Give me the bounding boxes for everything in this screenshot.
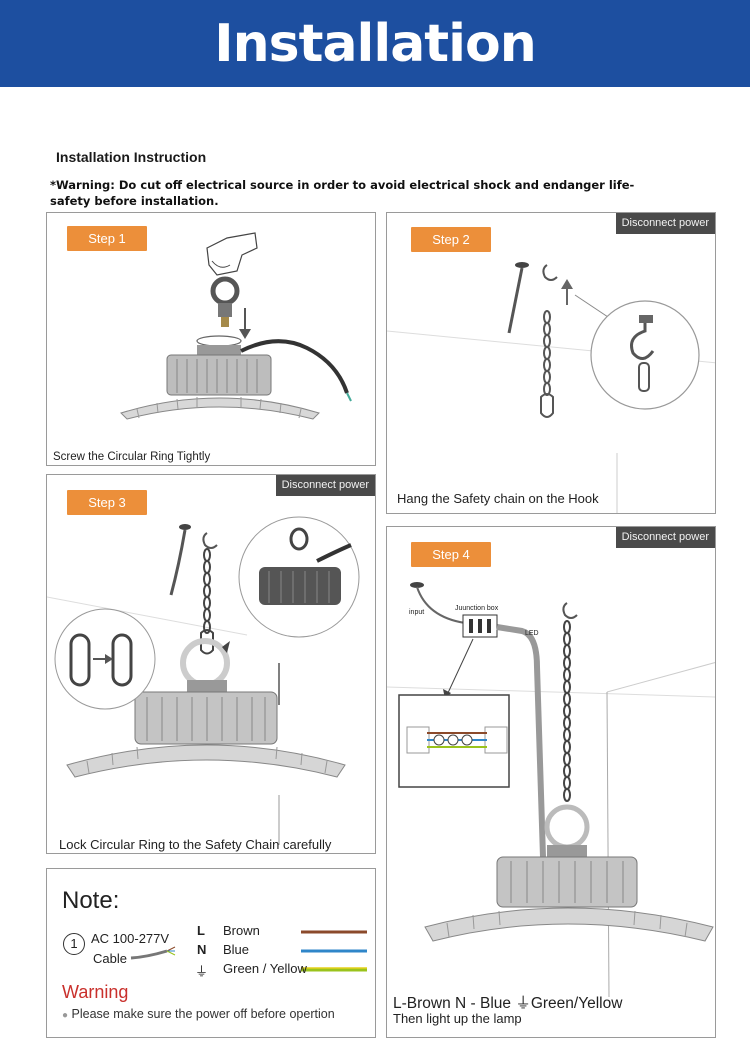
step-3-panel: Disconnect power Step 3 [46,474,376,854]
note-warning-text-body: Please make sure the power off before op… [72,1007,335,1021]
step-4-caption-line2: Then light up the lamp [393,1011,522,1026]
step-2-panel: Disconnect power Step 2 Hang the Safety … [386,212,716,514]
note-warning-title: Warning [62,982,128,1003]
step-4-junction-label: Juunction box [455,605,498,612]
step-1-panel: Step 1 Screw the Circular Ring Tigh [46,212,376,466]
step-4-illustration [387,527,716,1038]
wire-name-blue: Blue [223,942,249,957]
wire-name-green-yellow: Green / Yellow [223,961,307,976]
step-3-caption: Lock Circular Ring to the Safety Chain c… [59,837,331,852]
step-3-illustration [47,475,376,854]
banner-title: Installation [214,14,535,74]
step-2-caption: Hang the Safety chain on the Hook [397,491,599,506]
wire-symbol-l: L [197,923,205,938]
step-4-led-label: LED [525,630,539,637]
wire-symbol-earth: ⏚ [195,961,208,980]
note-warning-text: ● Please make sure the power off before … [62,1007,335,1021]
step-2-illustration [387,213,716,514]
step-4-caption-line1: L-Brown N - Blue ⏚Green/Yellow [393,991,622,1013]
bullet-dot-icon: ● [62,1010,68,1021]
title-banner: Installation [0,0,750,87]
step-4-input-label: input [409,609,424,616]
step-4-panel: Disconnect power Step 4 [386,526,716,1038]
wire-name-brown: Brown [223,923,260,938]
safety-warning: *Warning: Do cut off electrical source i… [50,177,670,209]
step-1-illustration [47,213,376,466]
page-heading: Installation Instruction [56,149,206,165]
note-panel: Note: 1 AC 100-277V Cable L Brown N Blue… [46,868,376,1038]
step-1-caption: Screw the Circular Ring Tightly [53,451,210,463]
wire-symbol-n: N [197,942,206,957]
